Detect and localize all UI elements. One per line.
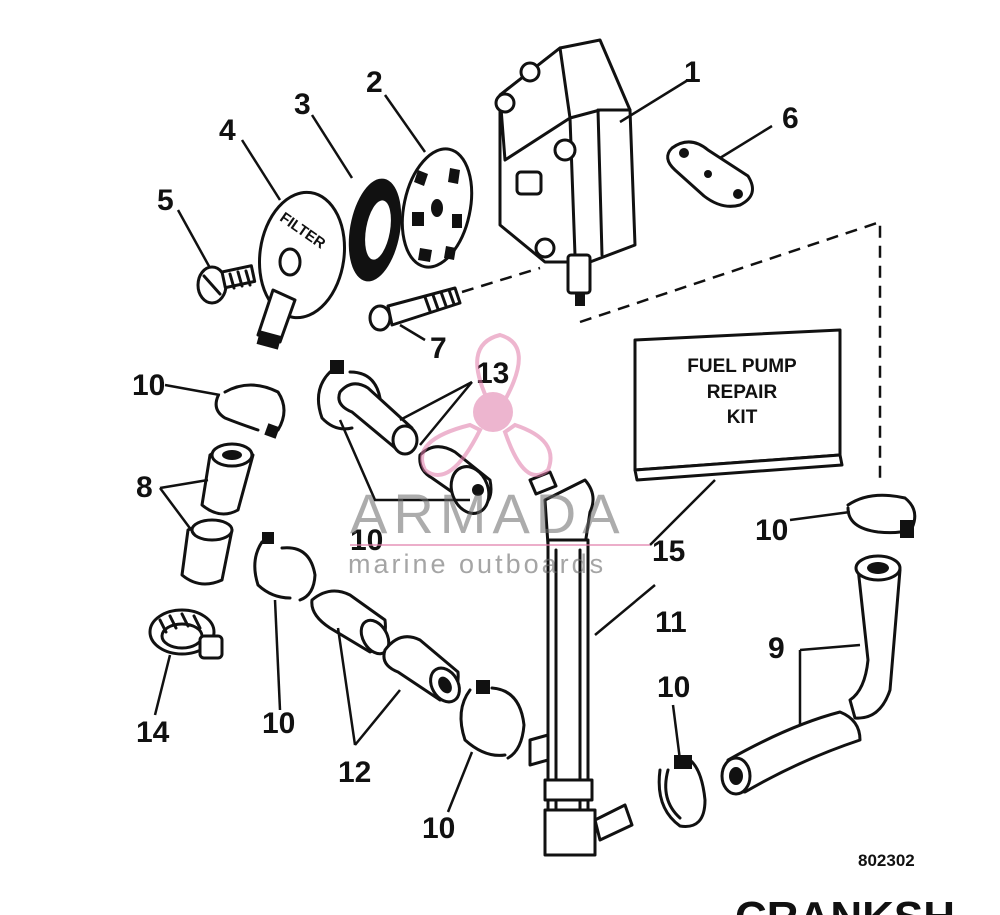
- filter-cover: FILTER: [256, 190, 347, 350]
- gasket-plate: [666, 140, 754, 208]
- fittings-part-13: [337, 382, 493, 515]
- figure-number: 802302: [858, 851, 915, 870]
- callout-6: 6: [782, 102, 799, 135]
- dashed-fuel-line: [579, 220, 882, 480]
- bolt-part-7: [368, 286, 462, 332]
- watermark-tagline: marine outboards: [348, 549, 606, 579]
- clamp-part-10-d: [657, 755, 707, 828]
- callout-14: 14: [136, 716, 170, 749]
- callout-1: 1: [684, 56, 701, 89]
- hose-sections-part-12: [310, 589, 461, 704]
- screw-part-5: [196, 264, 257, 305]
- clamp-part-10-a: [214, 383, 286, 439]
- callout-10-e: 10: [657, 671, 690, 704]
- fuel-pump-body: [494, 38, 637, 306]
- watermark-brand: ARMADA: [350, 482, 626, 545]
- callout-15: 15: [652, 535, 685, 568]
- callout-3: 3: [294, 88, 311, 121]
- callout-12: 12: [338, 756, 371, 789]
- callout-7: 7: [430, 332, 447, 365]
- leader-lines: [153, 78, 861, 813]
- section-heading: CRANKSH: [735, 893, 955, 915]
- callout-5: 5: [157, 184, 174, 217]
- callout-8: 8: [136, 471, 153, 504]
- callout-10-b: 10: [350, 524, 383, 557]
- callout-2: 2: [366, 66, 383, 99]
- propeller-logo-icon: [420, 332, 553, 478]
- callout-10-f: 10: [422, 812, 455, 845]
- fuel-filter-tube-part-11: [528, 470, 634, 857]
- clamp-part-10-f: [316, 360, 382, 431]
- repair-kit-box: FUEL PUMP REPAIR KIT: [633, 328, 844, 482]
- kit-label-line-2: REPAIR: [707, 382, 778, 403]
- serrated-gasket: [348, 178, 402, 282]
- callout-10-c: 10: [755, 514, 788, 547]
- clamp-part-10-b: [253, 532, 317, 602]
- hose-sections-part-8: [180, 442, 255, 586]
- callout-10-a: 10: [132, 369, 165, 402]
- clamp-part-10-c: [459, 680, 526, 760]
- callout-9: 9: [768, 632, 785, 665]
- elbow-hose-part-9: [720, 554, 902, 796]
- callout-10-d: 10: [262, 707, 295, 740]
- callout-11: 11: [655, 606, 687, 639]
- dashed-bolt-line: [461, 266, 541, 294]
- kit-label-line-3: KIT: [727, 407, 758, 428]
- watermark: ARMADA marine outboards: [348, 332, 650, 579]
- clamp-part-10-e: [846, 493, 917, 538]
- callout-4: 4: [219, 114, 236, 147]
- pump-diaphragm: [400, 147, 474, 269]
- hose-clamp-part-14: [148, 608, 224, 660]
- callout-numbers: 1 2 3 4 5 6 7 8 9 10 10 10 10 10 10 10 1…: [132, 56, 799, 845]
- kit-label-line-1: FUEL PUMP: [687, 356, 797, 377]
